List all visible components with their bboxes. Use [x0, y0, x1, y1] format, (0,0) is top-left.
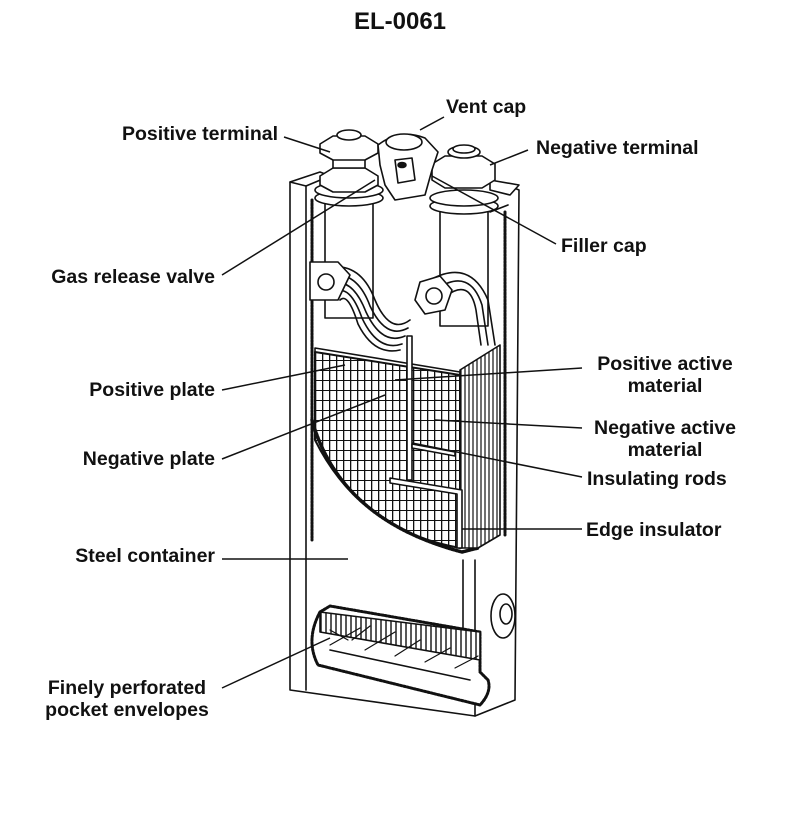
label-negative-terminal: Negative terminal: [536, 137, 699, 159]
vent-cap: [377, 133, 439, 201]
pocket-envelope-fins: [319, 611, 481, 661]
leader-negative-plate: [221, 394, 386, 460]
label-vent-cap: Vent cap: [446, 96, 527, 118]
label-positive-terminal: Positive terminal: [121, 123, 278, 145]
negative-terminal-post: [429, 144, 499, 327]
label-negative-plate: Negative plate: [82, 448, 215, 470]
label-positive-active-material: Positive active material: [586, 353, 744, 397]
positive-connector-straps: [309, 261, 411, 352]
plate-curved-edge: [310, 418, 480, 554]
label-insulating-rods: Insulating rods: [587, 468, 727, 490]
label-line: Finely perforated: [47, 677, 207, 699]
label-line: pocket envelopes: [45, 699, 209, 721]
leader-gas-release-valve: [221, 179, 376, 276]
container-top-right-flange: [489, 179, 520, 196]
positive-terminal-post: [314, 129, 384, 319]
leader-positive-plate: [221, 364, 346, 391]
leader-positive-terminal: [283, 136, 331, 153]
label-line: Positive active: [597, 353, 733, 375]
leader-negative-terminal: [489, 149, 529, 166]
edge-insulator-bar: [389, 477, 463, 549]
insulating-rod-vertical: [406, 335, 413, 481]
label-positive-plate: Positive plate: [89, 379, 215, 401]
label-gas-release-valve: Gas release valve: [51, 266, 215, 288]
leader-positive-active: [394, 367, 583, 381]
leader-negative-active: [434, 419, 583, 429]
leader-vent-cap: [419, 116, 445, 131]
leader-finely-perforated: [221, 637, 331, 689]
label-steel-container: Steel container: [75, 545, 215, 567]
label-edge-insulator: Edge insulator: [586, 519, 722, 541]
label-line: material: [627, 375, 703, 397]
leader-filler-cap: [431, 175, 557, 245]
label-line: material: [627, 439, 703, 461]
pocket-bottom-line: [329, 649, 471, 681]
pocket-envelope-slats: [329, 625, 479, 669]
label-finely-perforated-pocket-envelopes: Finely perforated pocket envelopes: [34, 677, 220, 721]
leader-insulating-rods: [411, 442, 583, 478]
side-bolt: [490, 593, 516, 639]
label-line: Negative active: [594, 417, 736, 439]
diagram-title: EL-0061: [353, 8, 447, 35]
negative-connector-straps: [414, 271, 496, 346]
leader-lines: [221, 116, 583, 689]
label-negative-active-material: Negative active material: [584, 417, 746, 461]
label-filler-cap: Filler cap: [561, 235, 647, 257]
